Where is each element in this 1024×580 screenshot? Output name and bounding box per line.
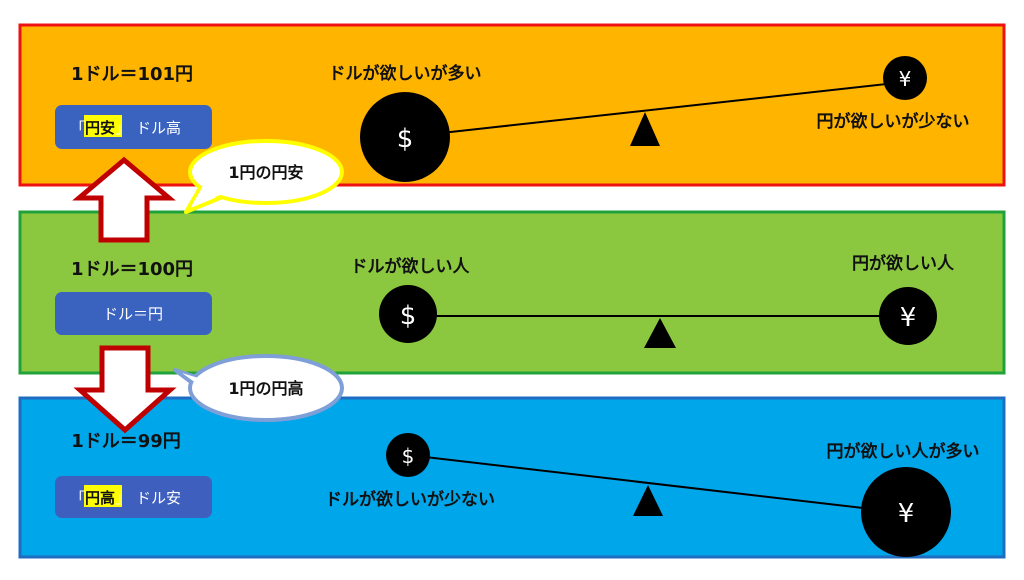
fulcrum-icon: [644, 318, 676, 348]
yen-symbol: ¥: [899, 67, 912, 91]
yen-demand-label: 円が欲しいが少ない: [817, 111, 970, 132]
dollar-coin-icon: [386, 433, 430, 477]
svg-text:1円の円安: 1円の円安: [228, 163, 303, 182]
speech-bubble-yen-strong: 1円の円高: [173, 354, 344, 422]
fulcrum-icon: [633, 485, 663, 516]
dollar-demand-label: ドルが欲しい人: [351, 256, 471, 277]
panel-equal: 1ドル＝100円 ドル＝円 $ ¥ ドルが欲しい人 円が欲しい人: [18, 210, 1006, 375]
rate-label: 1ドル＝99円: [71, 431, 181, 452]
rate-label: 1ドル＝101円: [71, 64, 193, 85]
dollar-symbol: $: [400, 301, 417, 331]
yen-coin-icon: [883, 56, 927, 100]
speech-bubble-yen-weak: 1円の円安: [184, 139, 344, 214]
yen-coin-icon: [861, 467, 951, 557]
rate-label: 1ドル＝100円: [71, 259, 193, 280]
yen-demand-label: 円が欲しい人が多い: [827, 441, 980, 462]
dollar-symbol: $: [402, 444, 415, 468]
dollar-coin-icon: [379, 285, 437, 343]
yen-symbol: ¥: [900, 303, 917, 333]
svg-text:1円の円高: 1円の円高: [228, 379, 303, 398]
dollar-symbol: $: [397, 124, 414, 154]
arrow-up-icon: [72, 156, 176, 243]
svg-text:「円高」ドル安: 「円高」ドル安: [70, 489, 181, 507]
yen-coin-icon: [879, 287, 937, 345]
dollar-coin-icon: [360, 92, 450, 182]
yen-weak-button[interactable]: 「円安」ドル高: [55, 105, 212, 149]
yen-demand-label: 円が欲しい人: [852, 253, 955, 274]
dollar-equals-yen-button[interactable]: ドル＝円: [55, 292, 212, 335]
balance-beam: [407, 454, 907, 514]
dollar-demand-label: ドルが欲しいが少ない: [325, 489, 495, 510]
panel-yen-weak: 1ドル＝101円 「円安」ドル高 $ ¥ ドルが欲しいが多い 円が欲しいが少ない: [18, 23, 1006, 187]
fulcrum-icon: [630, 112, 660, 146]
balance-beam: [404, 81, 906, 138]
yen-strong-button[interactable]: 「円高」ドル安: [55, 476, 212, 518]
dollar-demand-label: ドルが欲しいが多い: [329, 63, 482, 84]
svg-text:ドル＝円: ドル＝円: [103, 305, 163, 323]
arrow-down-icon: [73, 345, 177, 434]
panel-yen-strong: 1ドル＝99円 「円高」ドル安 $ ¥ ドルが欲しいが少ない 円が欲しい人が多い: [18, 396, 1006, 559]
svg-text:「円安」ドル高: 「円安」ドル高: [70, 119, 181, 137]
yen-symbol: ¥: [898, 499, 915, 529]
